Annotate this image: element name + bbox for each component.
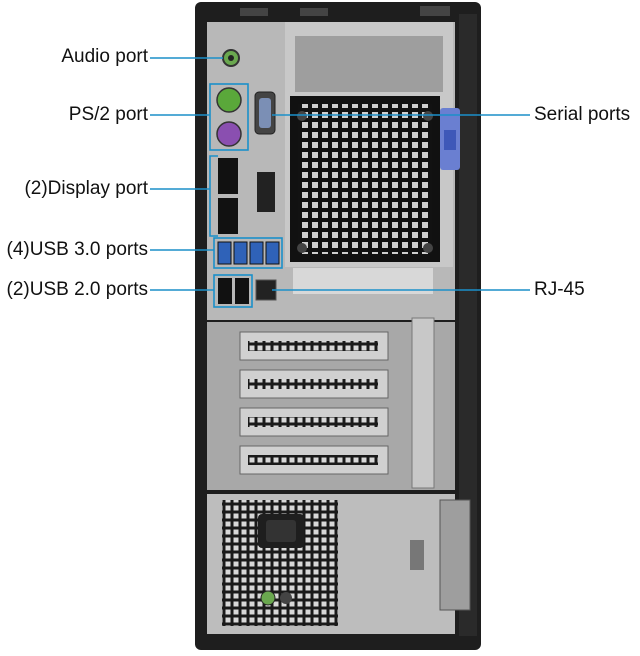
ps2-mouse-port: [216, 121, 242, 147]
fan-recess: [295, 36, 443, 92]
ps2-keyboard-port: [216, 87, 242, 113]
ps2-port-label: PS/2 port: [68, 104, 148, 125]
display-port-1: [218, 158, 238, 194]
latch-grip: [444, 130, 456, 150]
fan-grille-holes: [298, 104, 432, 254]
fan-screw: [297, 111, 307, 121]
top-vent: [300, 8, 328, 16]
leader-lines: [150, 57, 530, 308]
expansion-slots: [239, 331, 389, 475]
psu-test-button[interactable]: [280, 592, 292, 604]
top-vent: [240, 8, 268, 16]
rj45-label: RJ-45: [534, 279, 585, 300]
line-out-module: [257, 172, 275, 212]
side-strip: [459, 14, 477, 636]
audio-port-label: Audio port: [61, 46, 148, 67]
serial-ports-label: Serial ports: [534, 104, 631, 125]
psu-led: [260, 590, 276, 606]
fan-screw: [297, 243, 307, 253]
lock-bracket: [439, 499, 471, 611]
display-port-2: [218, 198, 238, 234]
slot-retainer: [411, 317, 435, 489]
usb2-ports: [218, 278, 249, 304]
audio-port-hole: [228, 55, 234, 61]
fan-screw: [423, 111, 433, 121]
power-inlet-inner: [266, 520, 296, 542]
fan-screw: [423, 243, 433, 253]
usb2-ports-label: (2)USB 2.0 ports: [6, 279, 149, 300]
serial-port-inner: [259, 98, 271, 128]
kensington-slot: [410, 540, 424, 570]
usb3-ports: [217, 241, 280, 265]
usb3-ports-label: (4)USB 3.0 ports: [6, 239, 149, 260]
top-vent: [420, 6, 450, 16]
display-port-label: (2)Display port: [24, 178, 148, 199]
